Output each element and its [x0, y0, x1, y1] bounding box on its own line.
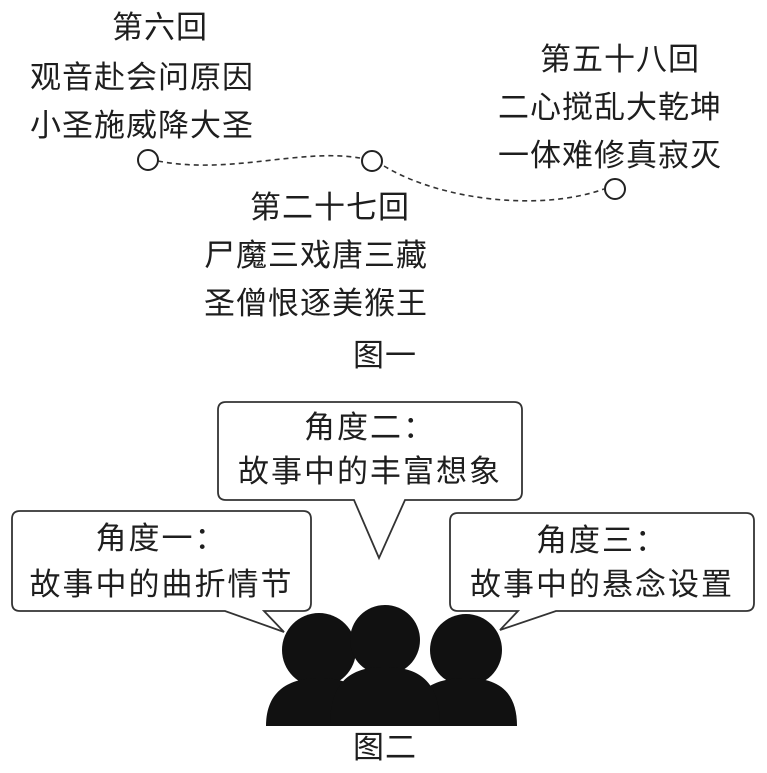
bubble-3-outline [449, 512, 755, 631]
chapter-line-2: 小圣施威降大圣 [30, 108, 254, 144]
bubble-text: 故事中的悬念设置 [470, 567, 734, 603]
timeline-node-2 [361, 150, 383, 172]
chapter-line-1: 观音赴会问原因 [30, 60, 254, 96]
chapter-title: 第六回 [112, 10, 208, 46]
timeline-node-3 [604, 178, 626, 200]
person-right-head [430, 614, 502, 686]
figure-2-caption: 图二 [353, 730, 417, 766]
timeline-dashed-path [137, 149, 626, 202]
chapter-title: 第五十八回 [540, 42, 700, 78]
audience-silhouettes [266, 605, 517, 726]
bubble-title: 角度三： [536, 523, 668, 559]
person-center-body [330, 667, 440, 726]
timeline-node-1 [137, 149, 159, 171]
chapter-line-2: 一体难修真寂灭 [498, 138, 722, 174]
bubble-angle-3: 角度三： 故事中的悬念设置 [450, 513, 754, 611]
bubble-1-outline [11, 510, 312, 633]
bubble-angle-2: 角度二： 故事中的丰富想象 [218, 402, 522, 500]
bubble-title: 角度二： [304, 410, 436, 446]
person-center-head [350, 605, 420, 675]
chapter-line-1: 尸魔三戏唐三藏 [204, 238, 428, 274]
chapter-line-2: 圣僧恨逐美猴王 [204, 286, 428, 322]
chapter-title: 第二十七回 [250, 190, 410, 226]
bubble-angle-1: 角度一： 故事中的曲折情节 [12, 511, 311, 611]
bubble-2-outline [217, 401, 523, 561]
person-left-head [282, 613, 356, 687]
bubble-title: 角度一： [95, 521, 228, 557]
figure-1-caption: 图一 [353, 338, 417, 374]
bubble-text: 故事中的丰富想象 [238, 454, 502, 490]
chapter-line-1: 二心搅乱大乾坤 [498, 90, 722, 126]
bubble-text: 故事中的曲折情节 [29, 567, 294, 603]
